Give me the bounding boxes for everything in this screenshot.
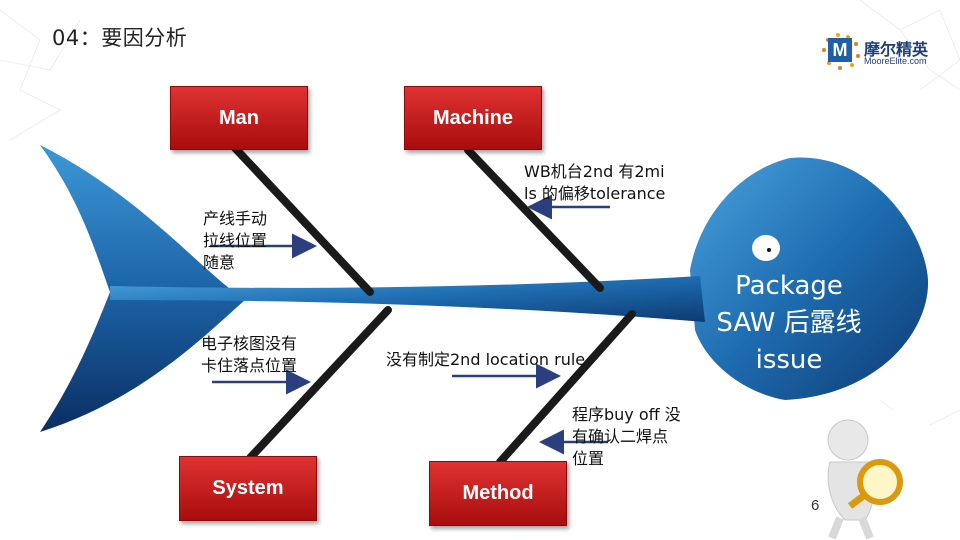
logo-mark: M <box>828 38 852 62</box>
logo-name-cn: 摩尔精英 <box>864 40 929 59</box>
category-man: Man <box>170 86 308 150</box>
category-method: Method <box>429 461 567 526</box>
bone-method <box>496 310 636 466</box>
logo-name-en: MooreElite.com <box>864 56 927 66</box>
logo: M 摩尔精英 MooreElite.com <box>820 32 950 72</box>
effect-label: Package SAW 后露线issue <box>716 271 862 375</box>
category-system: System <box>179 456 317 521</box>
fish-spine <box>110 276 705 322</box>
cause-system: 电子核图没有 卡住落点位置 <box>201 334 298 375</box>
page-number: 6 <box>811 497 820 514</box>
fish-head <box>690 157 929 400</box>
bone-man <box>231 144 374 296</box>
category-machine: Machine <box>404 86 542 150</box>
cause-machine: WB机台2nd 有2mi ls 的偏移tolerance <box>524 162 666 203</box>
cause-method-buyoff: 程序buy off 没 有确认二焊点 位置 <box>572 405 681 468</box>
cause-method-rule: 没有制定2nd location rule <box>386 350 586 369</box>
person-with-magnifier-icon <box>790 410 930 540</box>
fish-eye-icon <box>752 235 780 261</box>
slide-title: 04：要因分析 <box>52 26 188 50</box>
bone-system <box>246 306 392 462</box>
cause-man: 产线手动 拉线位置 随意 <box>203 209 268 272</box>
